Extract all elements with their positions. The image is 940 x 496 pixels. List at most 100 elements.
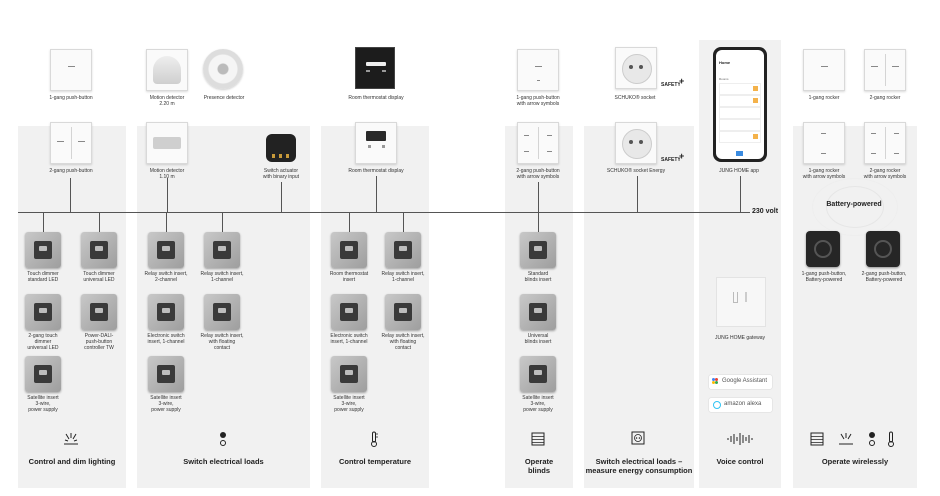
phone-section: Rooms	[719, 77, 729, 81]
battery-push-2gang	[866, 231, 900, 267]
socket-icon	[631, 431, 645, 445]
plus-icon-1: +	[679, 76, 685, 86]
insert-relay-1ch-temp	[385, 232, 421, 268]
switch-actuator	[266, 134, 296, 162]
google-assistant-text: Google Assistant	[722, 378, 768, 384]
drop-blinds-top	[538, 182, 539, 212]
schuko-socket	[615, 47, 657, 89]
category-voice: Voice control	[716, 457, 764, 466]
drop-actuator	[281, 182, 282, 212]
label-2gang-arrow: 2-gang push-button with arrow symbols	[516, 168, 560, 180]
insert-satellite-temp	[331, 356, 367, 392]
drop-insert-2	[99, 212, 100, 232]
wireless-ring-outer	[812, 178, 898, 236]
insert-touch-dimmer-uni	[81, 232, 117, 268]
drop-thermostat	[376, 176, 377, 212]
switch-2gang-push	[50, 122, 92, 164]
phone-title: Home	[719, 60, 731, 65]
label-presence: Presence detector	[203, 95, 245, 101]
amazon-alexa-badge: amazon alexa	[709, 398, 772, 412]
label-room-thermostat-insert: Room thermostat insert	[329, 271, 369, 283]
battery-push-1gang	[806, 231, 840, 267]
rocker-1gang-arrow	[803, 122, 845, 164]
label-relay-floating-temp: Relay switch insert, with floating conta…	[381, 333, 425, 351]
label-electronic-1ch: Electronic switch insert, 1-channel	[147, 333, 185, 345]
drop-insert-7	[538, 212, 539, 232]
alexa-text: amazon alexa	[724, 401, 762, 407]
phone-app: Home Rooms	[713, 47, 767, 162]
drop-app	[740, 176, 741, 212]
category-energy: Switch electrical loads – measure energy…	[585, 457, 693, 475]
category-wireless: Operate wirelessly	[821, 457, 889, 466]
jung-home-gateway	[716, 277, 766, 327]
label-touch-dimmer-std: Touch dimmer standard LED	[27, 271, 59, 283]
label-satellite-blinds: Satellite insert 3-wire, power supply	[522, 395, 554, 413]
label-battery-1gang: 1-gang push-button, Battery-powered	[801, 271, 847, 283]
insert-satellite-switch	[148, 356, 184, 392]
label-rocker-1gang: 1-gang rocker	[808, 95, 840, 101]
switch-1gang-arrow	[517, 49, 559, 91]
insert-blinds-uni	[520, 294, 556, 330]
wireless-ring-inner	[826, 186, 884, 228]
schuko-socket-energy	[615, 122, 657, 164]
thermometer-icon	[371, 431, 378, 447]
label-schuko: SCHUKO® socket	[614, 95, 656, 101]
label-power-dali: Power-DALI- push-button controller TW	[84, 333, 114, 351]
voice-waveform-icon	[727, 433, 753, 445]
insert-electronic-1ch	[148, 294, 184, 330]
label-relay-floating: Relay switch insert, with floating conta…	[200, 333, 244, 351]
battery-powered-label: Battery-powered	[826, 201, 882, 208]
label-rocker-2gang-arrow: 2-gang rocker with arrow symbols	[863, 168, 907, 180]
label-schuko-energy: SCHUKO® socket Energy	[606, 168, 666, 174]
rocker-2gang-arrow	[864, 122, 906, 164]
drop-insert-6	[403, 212, 404, 232]
plus-icon-2: +	[679, 151, 685, 161]
label-satellite-light: Satellite insert 3-wire, power supply	[27, 395, 59, 413]
insert-satellite-light	[25, 356, 61, 392]
label-thermostat-mid: Room thermostat display	[348, 168, 404, 174]
drop-motion	[167, 178, 168, 212]
label-touch-2gang: 2-gang touch dimmer universal LED	[27, 333, 59, 351]
label-thermostat-top: Room thermostat display	[348, 95, 404, 101]
alexa-icon	[713, 401, 721, 409]
label-satellite-temp: Satellite insert 3-wire, power supply	[333, 395, 365, 413]
rocker-1gang	[803, 49, 845, 91]
category-blinds: Operate blinds	[524, 457, 554, 475]
wireless-thermometer-icon	[888, 431, 894, 447]
drop-insert-4	[222, 212, 223, 232]
wireless-switch-icon	[869, 432, 875, 446]
wireless-blinds-icon	[810, 432, 824, 446]
insert-relay-floating-temp	[385, 294, 421, 330]
label-touch-dimmer-uni: Touch dimmer universal LED	[83, 271, 115, 283]
drop-insert-3	[166, 212, 167, 232]
light-dimmer-icon	[64, 433, 78, 445]
drop-lighting-top	[70, 178, 71, 212]
safety-mark-1: SAFETY	[661, 82, 681, 88]
label-relay-1ch-temp: Relay switch insert, 1-channel	[381, 271, 425, 283]
category-temperature: Control temperature	[338, 457, 412, 466]
voltage-label: 230 volt	[752, 208, 779, 215]
insert-relay-2ch	[148, 232, 184, 268]
insert-power-dali	[81, 294, 117, 330]
drop-insert-5	[349, 212, 350, 232]
insert-electronic-1ch-temp	[331, 294, 367, 330]
label-battery-2gang: 2-gang push-button, Battery-powered	[861, 271, 907, 283]
insert-relay-floating	[204, 294, 240, 330]
label-rocker-2gang: 2-gang rocker	[869, 95, 901, 101]
switch-2gang-arrow	[517, 122, 559, 164]
label-blinds-uni: Universal blinds insert	[524, 333, 552, 345]
insert-satellite-blinds	[520, 356, 556, 392]
category-lighting: Control and dim lighting	[28, 457, 116, 466]
bus-line	[18, 212, 750, 213]
insert-blinds-std	[520, 232, 556, 268]
label-motion-220: Motion detector 2.20 m	[149, 95, 185, 107]
label-switch-actuator: Switch actuator with binary input	[262, 168, 300, 180]
switch-toggle-icon	[220, 432, 226, 446]
presence-detector	[203, 49, 243, 89]
drop-energy-top	[637, 176, 638, 212]
motion-detector-220	[146, 49, 188, 91]
category-switch: Switch electrical loads	[183, 457, 264, 466]
blinds-icon	[531, 432, 545, 446]
label-app: JUNG HOME app	[719, 168, 759, 174]
label-electronic-1ch-temp: Electronic switch insert, 1-channel	[330, 333, 368, 345]
